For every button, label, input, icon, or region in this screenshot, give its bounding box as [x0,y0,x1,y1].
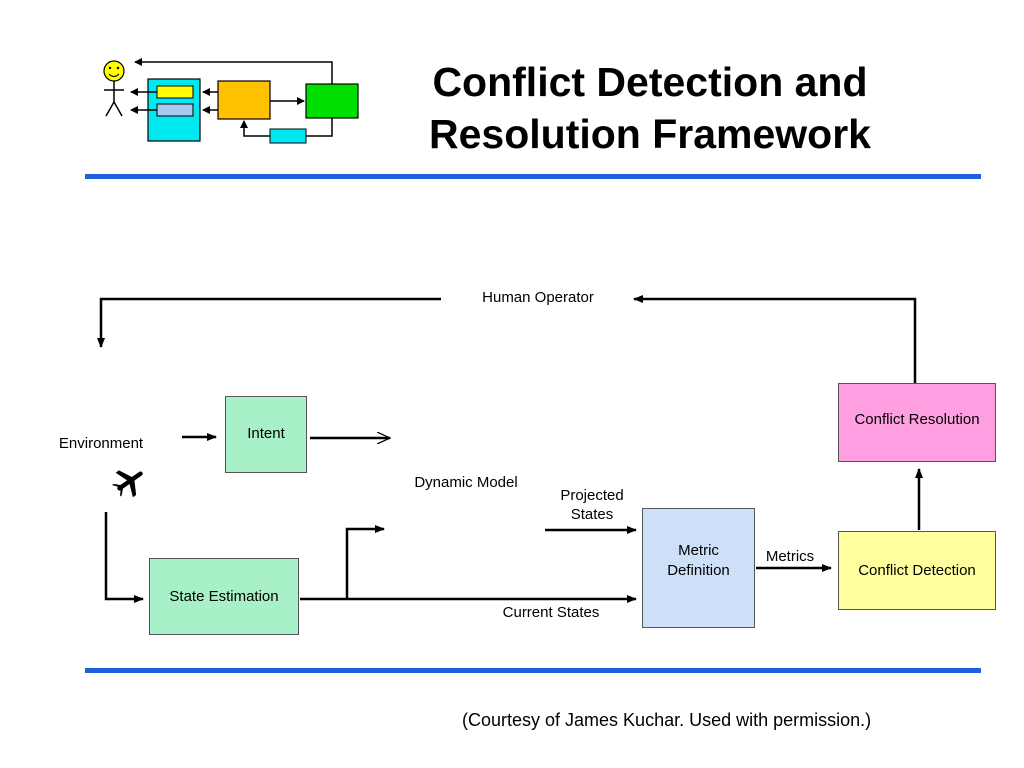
environment-to-state-estimation-arrow [104,512,144,603]
human-operator-label: Human Operator [482,289,594,306]
bottom-divider [85,668,981,673]
top-divider [85,174,981,179]
conflict-resolution-box: Conflict Resolution [838,383,996,462]
projected-states-label: Projected States [560,487,624,523]
metric-definition-box: Metric Definition [642,508,755,628]
conflict-detection-box: Conflict Detection [838,531,996,610]
page-title: Conflict Detection and Resolution Framew… [380,56,920,160]
title-line-2: Resolution Framework [429,111,871,157]
current-states-label: Current States [502,604,600,621]
title-line-1: Conflict Detection and [432,59,868,105]
resolution-to-operator-arrow [633,295,917,383]
airplane-icon [112,470,143,498]
operator-to-environment-arrow [97,297,441,348]
environment-label: Environment [58,435,144,452]
dynamic-model-label: Dynamic Model [414,474,518,491]
state-estimation-box: State Estimation [149,558,299,635]
courtesy-note: (Courtesy of James Kuchar. Used with per… [462,710,872,730]
state-to-dynamic-model-arrow [345,525,385,599]
metrics-label: Metrics [765,548,815,565]
intent-box: Intent [225,396,307,473]
